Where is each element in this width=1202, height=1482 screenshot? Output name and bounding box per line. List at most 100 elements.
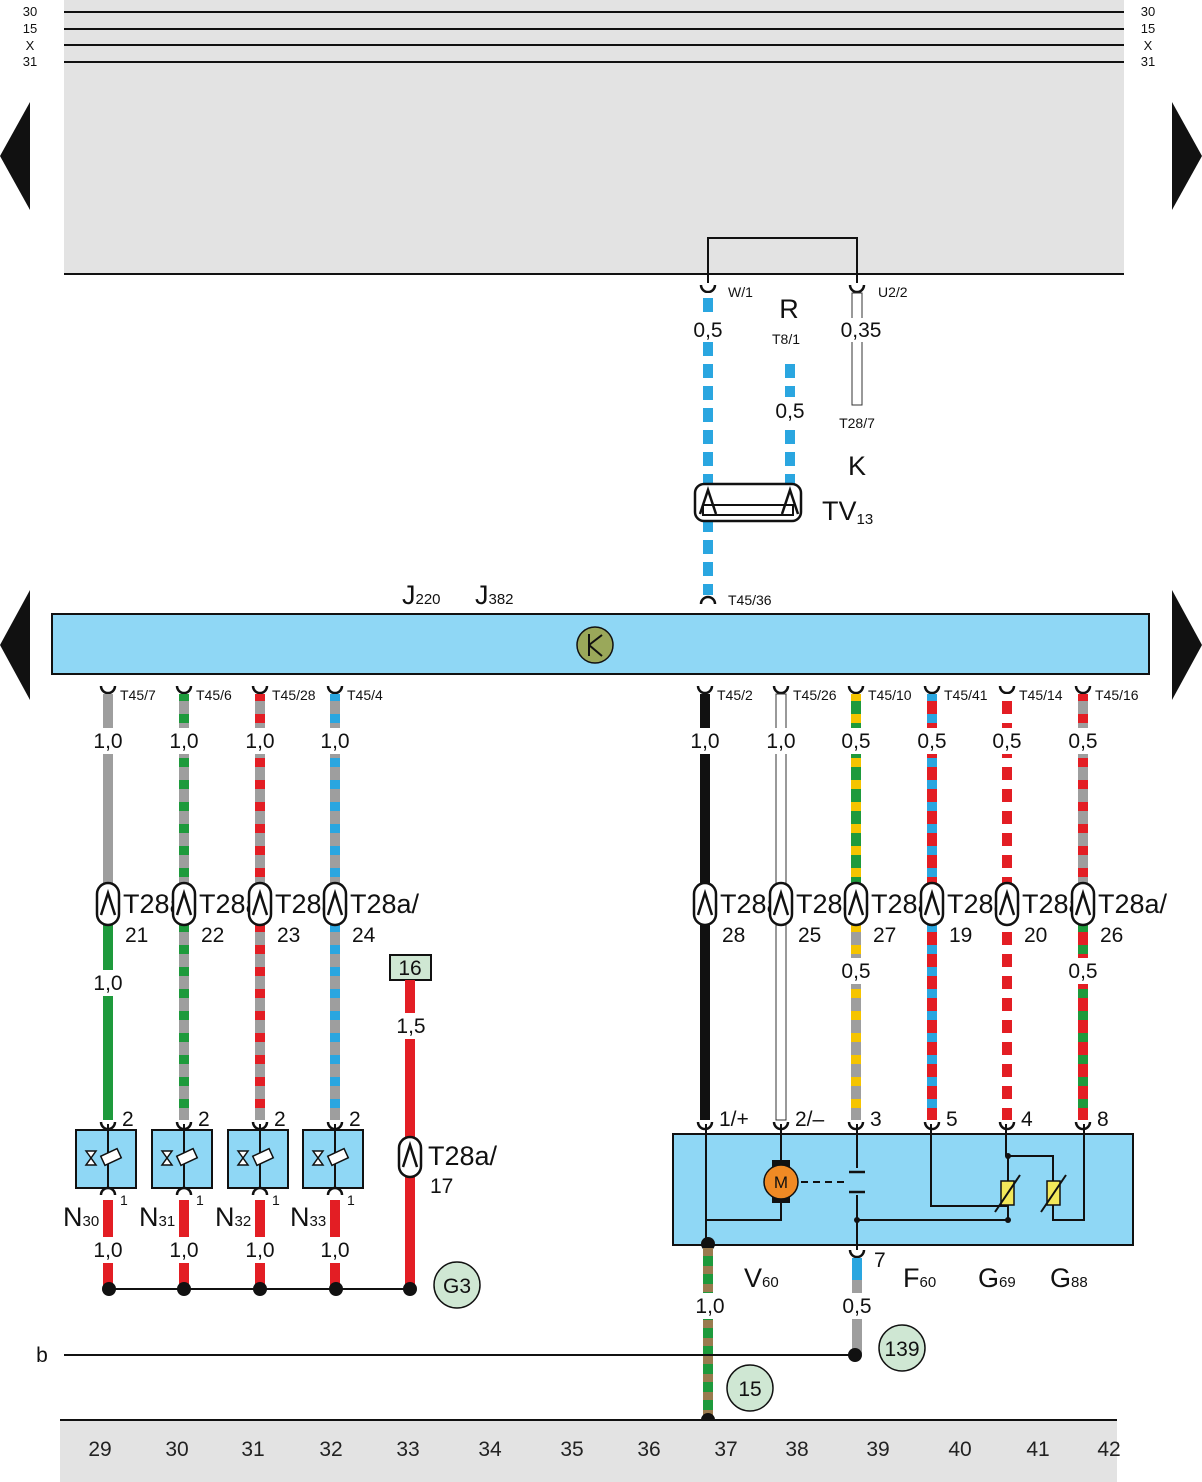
- end-pin-label: 2: [349, 1108, 361, 1131]
- wire-label-bg: [838, 728, 874, 754]
- next-page-arrow-icon[interactable]: [1172, 102, 1202, 210]
- wire-label-bg: [840, 318, 882, 342]
- wire-size-r: 0,5: [775, 400, 804, 423]
- pin-u22: U2/2: [878, 284, 908, 300]
- connector-pin7-icon: [848, 1249, 866, 1259]
- rail-label-right-x: X: [1144, 38, 1153, 53]
- ecu-pin-icon: [1074, 685, 1092, 695]
- motor-module: [672, 1133, 1134, 1246]
- wire-size: 1,0: [169, 730, 198, 753]
- end-pin-label: 3: [870, 1108, 882, 1131]
- ground-139-icon: [878, 1324, 926, 1372]
- valve-solenoid-icon: [302, 1124, 364, 1189]
- connector-code: T28a/: [350, 889, 420, 919]
- valve-solenoid-icon: [75, 1124, 137, 1189]
- wire-size-k: 0,35: [841, 319, 882, 342]
- ground-15: 15: [738, 1378, 761, 1401]
- wire-lower: [103, 925, 113, 1120]
- bottom-pin-icon: [326, 1186, 344, 1196]
- fuse-wire-red: [405, 980, 415, 1290]
- rail-label-left-30: 30: [23, 4, 37, 19]
- connector-num: 23: [277, 924, 300, 947]
- wire-size-lower: 0,5: [1068, 960, 1097, 983]
- wire-label-bg: [914, 728, 950, 754]
- column-number: 37: [714, 1438, 737, 1461]
- end-pin-label: 2/–: [795, 1108, 825, 1131]
- end-pin-label: 2: [122, 1108, 134, 1131]
- column-number: 34: [478, 1438, 502, 1461]
- valve-label-main: N: [215, 1202, 235, 1232]
- wire-upper: [851, 694, 861, 883]
- prev-page-arrow-icon[interactable]: [0, 102, 30, 210]
- ecu-pin-label: T45/6: [196, 687, 232, 703]
- wire-lower: [927, 925, 937, 1120]
- end-pin-label: 2: [274, 1108, 286, 1131]
- wire-label-bg: [242, 1237, 278, 1263]
- wire-size-37: 1,0: [695, 1295, 724, 1318]
- wire-size-bottom: 1,0: [169, 1239, 198, 1262]
- column-number: 38: [785, 1438, 808, 1461]
- g88-main: G: [1050, 1263, 1071, 1293]
- tv-main: TV: [822, 496, 857, 526]
- next-page-arrow-lower-icon[interactable]: [1172, 590, 1202, 700]
- column-number: 35: [560, 1438, 583, 1461]
- wire-size: 0,5: [1068, 730, 1097, 753]
- tv-sub: 13: [857, 511, 874, 528]
- wire-label-bg: [166, 728, 202, 754]
- connector-t28a17-icon: [397, 1135, 423, 1179]
- wire-label-bg: [694, 1293, 726, 1319]
- wire-size: 0,5: [841, 730, 870, 753]
- wire-size-39: 0,5: [842, 1295, 871, 1318]
- connector-num: 20: [1024, 924, 1047, 947]
- inline-connector-icon: [247, 881, 273, 927]
- wire-label-bg: [1065, 728, 1101, 754]
- bottom-pin-label: 1: [347, 1192, 355, 1208]
- inline-connector-icon: [322, 881, 348, 927]
- wire-upper: [330, 694, 340, 883]
- ecu-pin-icon: [326, 685, 344, 695]
- wire-blue-white: [703, 293, 713, 595]
- wire-upper: [179, 694, 189, 883]
- label-f60: F60: [903, 1263, 936, 1293]
- bottom-pin-icon: [175, 1186, 193, 1196]
- wire-label-bg: [242, 728, 278, 754]
- ecu-pin-label: T45/26: [793, 687, 837, 703]
- wire-size: 1,0: [320, 730, 349, 753]
- wire-label-bg: [1065, 958, 1101, 984]
- valve-label: N30: [63, 1202, 99, 1232]
- j382-main: J: [475, 580, 489, 610]
- plug-k-label: K: [848, 451, 866, 481]
- ecu-pin-icon: [772, 685, 790, 695]
- valve-label: N32: [215, 1202, 251, 1232]
- wire-lower: [179, 925, 189, 1120]
- wire-label-bg: [317, 728, 353, 754]
- j382-sub: 382: [489, 591, 514, 608]
- label-g88: G88: [1050, 1263, 1088, 1293]
- connector-num: 26: [1100, 924, 1123, 947]
- v60-main: V: [744, 1263, 762, 1293]
- valve-label: N31: [139, 1202, 175, 1232]
- wire-upper: [103, 694, 113, 883]
- column-number: 36: [637, 1438, 660, 1461]
- wire-lower: [851, 925, 861, 1120]
- bottom-pin-label: 1: [196, 1192, 204, 1208]
- connector-code: T28a/: [1098, 889, 1168, 919]
- valve-label-main: N: [290, 1202, 310, 1232]
- wire-label-bg: [166, 1237, 202, 1263]
- connector-num: 22: [201, 924, 224, 947]
- valve-label-main: N: [63, 1202, 83, 1232]
- wire-k-white: [851, 292, 863, 406]
- end-pin-label: 4: [1021, 1108, 1033, 1131]
- channel-group: T45/71,01,0T28a/21211,0N30T45/61,0T28a/2…: [63, 685, 1168, 1289]
- column-number: 30: [165, 1438, 188, 1461]
- wire-label-bg: [763, 728, 799, 754]
- wire-size: 0,5: [992, 730, 1021, 753]
- prev-page-arrow-lower-icon[interactable]: [0, 590, 30, 700]
- bottom-pin-icon: [251, 1186, 269, 1196]
- ecu-pin-icon: [696, 685, 714, 695]
